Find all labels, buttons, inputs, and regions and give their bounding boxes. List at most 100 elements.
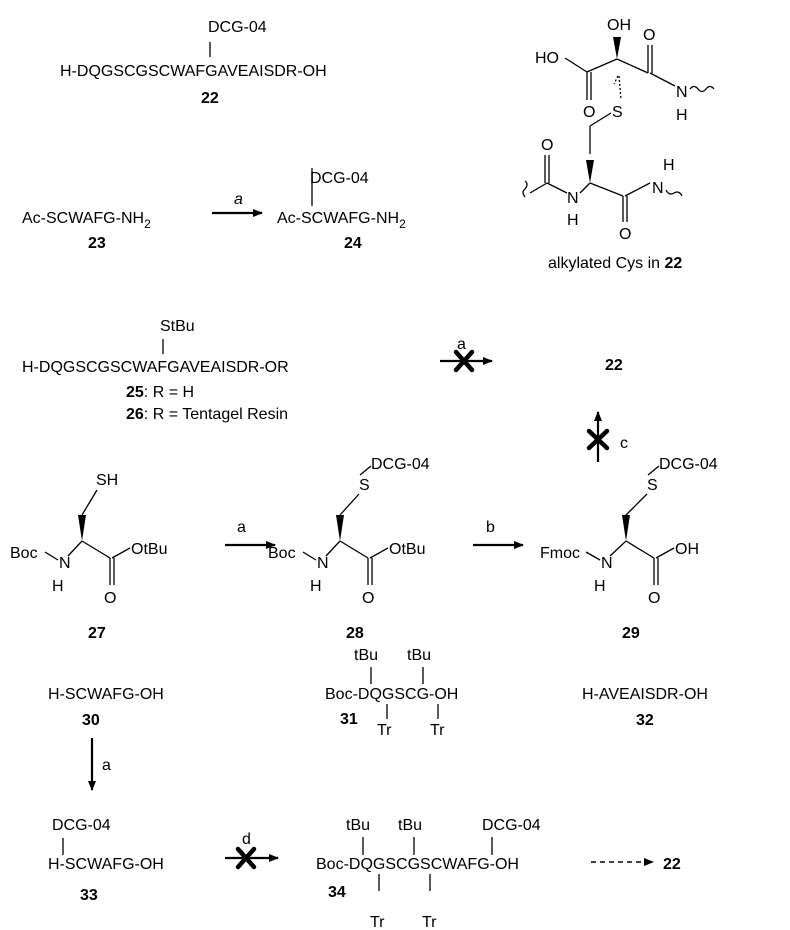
- compound-28-s: S: [359, 477, 370, 494]
- step-a-27-28-label: a: [237, 519, 246, 536]
- step-a-30-33: a: [88, 738, 111, 791]
- failed-step-d: d: [225, 831, 279, 870]
- compound-34: tBu tBu DCG-04 Boc-DQGSCGSCWAFG-OH Tr Tr…: [316, 817, 541, 930]
- compound-29-number: 29: [622, 625, 640, 642]
- compound-25-sequence: H-DQGSCGSCWAFGAVEAISDR-OR: [22, 359, 289, 376]
- compound-29-s: S: [647, 477, 658, 494]
- fail-cross-icon: [235, 846, 257, 870]
- compound-29: DCG-04 S Fmoc N H O OH 29: [540, 456, 718, 642]
- compound-28-o: O: [362, 590, 374, 607]
- compound-31-sequence: Boc-DQGSCG-OH: [325, 686, 458, 703]
- compounds-25-26: StBu H-DQGSCGSCWAFGAVEAISDR-OR 25: R = H…: [22, 318, 289, 423]
- compound-27-number: 27: [88, 625, 106, 642]
- compound-23-sequence: Ac-SCWAFG-NH2: [22, 210, 151, 231]
- compound-25-definition: 25: R = H: [126, 384, 194, 401]
- cys-wavy-bond-1: [689, 85, 715, 93]
- compound-25-modifier: StBu: [160, 318, 195, 335]
- failed-step-c-label: c: [620, 435, 628, 452]
- compound-29-oh: OH: [675, 541, 699, 558]
- compound-33-sequence: H-SCWAFG-OH: [48, 856, 164, 873]
- alkylated-cys-structure: OH HO O O N H S O N H O H N: [522, 17, 715, 272]
- compound-33: DCG-04 H-SCWAFG-OH 33: [48, 817, 164, 904]
- compound-29-modifier: DCG-04: [659, 456, 718, 473]
- step-b-28-29-label: b: [486, 519, 495, 536]
- compound-28-h: H: [310, 578, 322, 595]
- cys-o-label-3: O: [541, 137, 553, 154]
- compound-28-boc: Boc: [268, 545, 296, 562]
- compound-24-number: 24: [344, 235, 362, 252]
- compound-28-n: N: [317, 555, 329, 572]
- cys-wavy-bond-2: [522, 180, 528, 198]
- cys-caption: alkylated Cys in 22: [548, 255, 682, 272]
- compound-30-sequence: H-SCWAFG-OH: [48, 686, 164, 703]
- cys-n-label-3: N: [652, 180, 664, 197]
- failed-step-a-label: a: [457, 336, 466, 353]
- cys-wedge-oh: [613, 37, 621, 59]
- compound-31-tbu-1: tBu: [354, 647, 378, 664]
- compound-27-n: N: [59, 555, 71, 572]
- step-a-arrow: a: [212, 191, 263, 217]
- step-a-30-33-label: a: [102, 757, 111, 774]
- step-a-label: a: [234, 191, 243, 208]
- compound-34-modifier: DCG-04: [482, 817, 541, 834]
- failed-step-a: a: [440, 336, 493, 373]
- compound-31: tBu tBu Boc-DQGSCG-OH Tr Tr 31: [325, 647, 458, 739]
- compound-23-number: 23: [88, 235, 106, 252]
- compound-28-modifier: DCG-04: [371, 456, 430, 473]
- compound-27-otbu: OtBu: [131, 541, 167, 558]
- cys-wavy-bond-3: [665, 189, 683, 197]
- cys-o-label-1: O: [583, 104, 595, 121]
- compound-33-modifier: DCG-04: [52, 817, 111, 834]
- fail-cross-icon: [586, 428, 610, 451]
- compound-27-sh: SH: [96, 472, 118, 489]
- compound-22-modifier: DCG-04: [208, 19, 267, 36]
- compound-31-number: 31: [340, 711, 358, 728]
- compound-32-sequence: H-AVEAISDR-OH: [582, 686, 708, 703]
- compound-34-tr-1: Tr: [370, 914, 385, 930]
- compound-29-n: N: [601, 555, 613, 572]
- cys-wedge-ca: [586, 160, 594, 183]
- cys-ho-label: HO: [535, 50, 559, 67]
- step-a-27-28: a: [225, 519, 276, 549]
- compound-27-h: H: [52, 578, 64, 595]
- compound-22-number: 22: [201, 90, 219, 107]
- compound-31-tbu-2: tBu: [407, 647, 431, 664]
- compound-29-h: H: [594, 578, 606, 595]
- compound-31-tr-1: Tr: [377, 722, 392, 739]
- cys-s-label: S: [612, 104, 623, 121]
- target-22-number: 22: [605, 357, 623, 374]
- failed-step-d-label: d: [242, 831, 251, 848]
- compound-28-otbu: OtBu: [389, 541, 425, 558]
- compound-34-number: 34: [328, 884, 346, 901]
- compound-23: Ac-SCWAFG-NH2 23: [22, 210, 151, 252]
- compound-24-sequence: Ac-SCWAFG-NH2: [277, 210, 406, 231]
- cys-n-label-2: N: [567, 190, 579, 207]
- compound-34-tbu-1: tBu: [346, 817, 370, 834]
- compound-33-number: 33: [80, 887, 98, 904]
- fail-cross-icon: [453, 349, 475, 373]
- compound-26-definition: 26: R = Tentagel Resin: [126, 406, 288, 423]
- compound-32-number: 32: [636, 712, 654, 729]
- compound-27-o: O: [104, 590, 116, 607]
- failed-step-c: c: [586, 411, 628, 462]
- cys-o-label-4: O: [619, 226, 631, 243]
- cys-h-label-2: H: [567, 212, 579, 229]
- compound-29-fmoc: Fmoc: [540, 545, 580, 562]
- dashed-step-34-22: 22: [591, 856, 681, 873]
- compound-28: DCG-04 S Boc N H O OtBu 28: [268, 456, 430, 642]
- compound-22-sequence: H-DQGSCGSCWAFGAVEAISDR-OH: [60, 63, 327, 80]
- compound-29-o: O: [648, 590, 660, 607]
- compound-27: SH Boc N H O OtBu 27: [10, 472, 167, 642]
- compound-27-boc: Boc: [10, 545, 38, 562]
- compound-22: DCG-04 H-DQGSCGSCWAFGAVEAISDR-OH 22: [60, 19, 327, 107]
- compound-30-number: 30: [82, 712, 100, 729]
- cys-o-label-2: O: [643, 27, 655, 44]
- compound-30: H-SCWAFG-OH 30: [48, 686, 164, 729]
- cys-h-label-1: H: [676, 107, 688, 124]
- compound-32: H-AVEAISDR-OH 32: [582, 686, 708, 729]
- compound-24: DCG-04 Ac-SCWAFG-NH2 24: [277, 168, 406, 252]
- final-22-number: 22: [663, 856, 681, 873]
- cys-h-label-3: H: [663, 157, 675, 174]
- cys-oh-label: OH: [607, 17, 631, 34]
